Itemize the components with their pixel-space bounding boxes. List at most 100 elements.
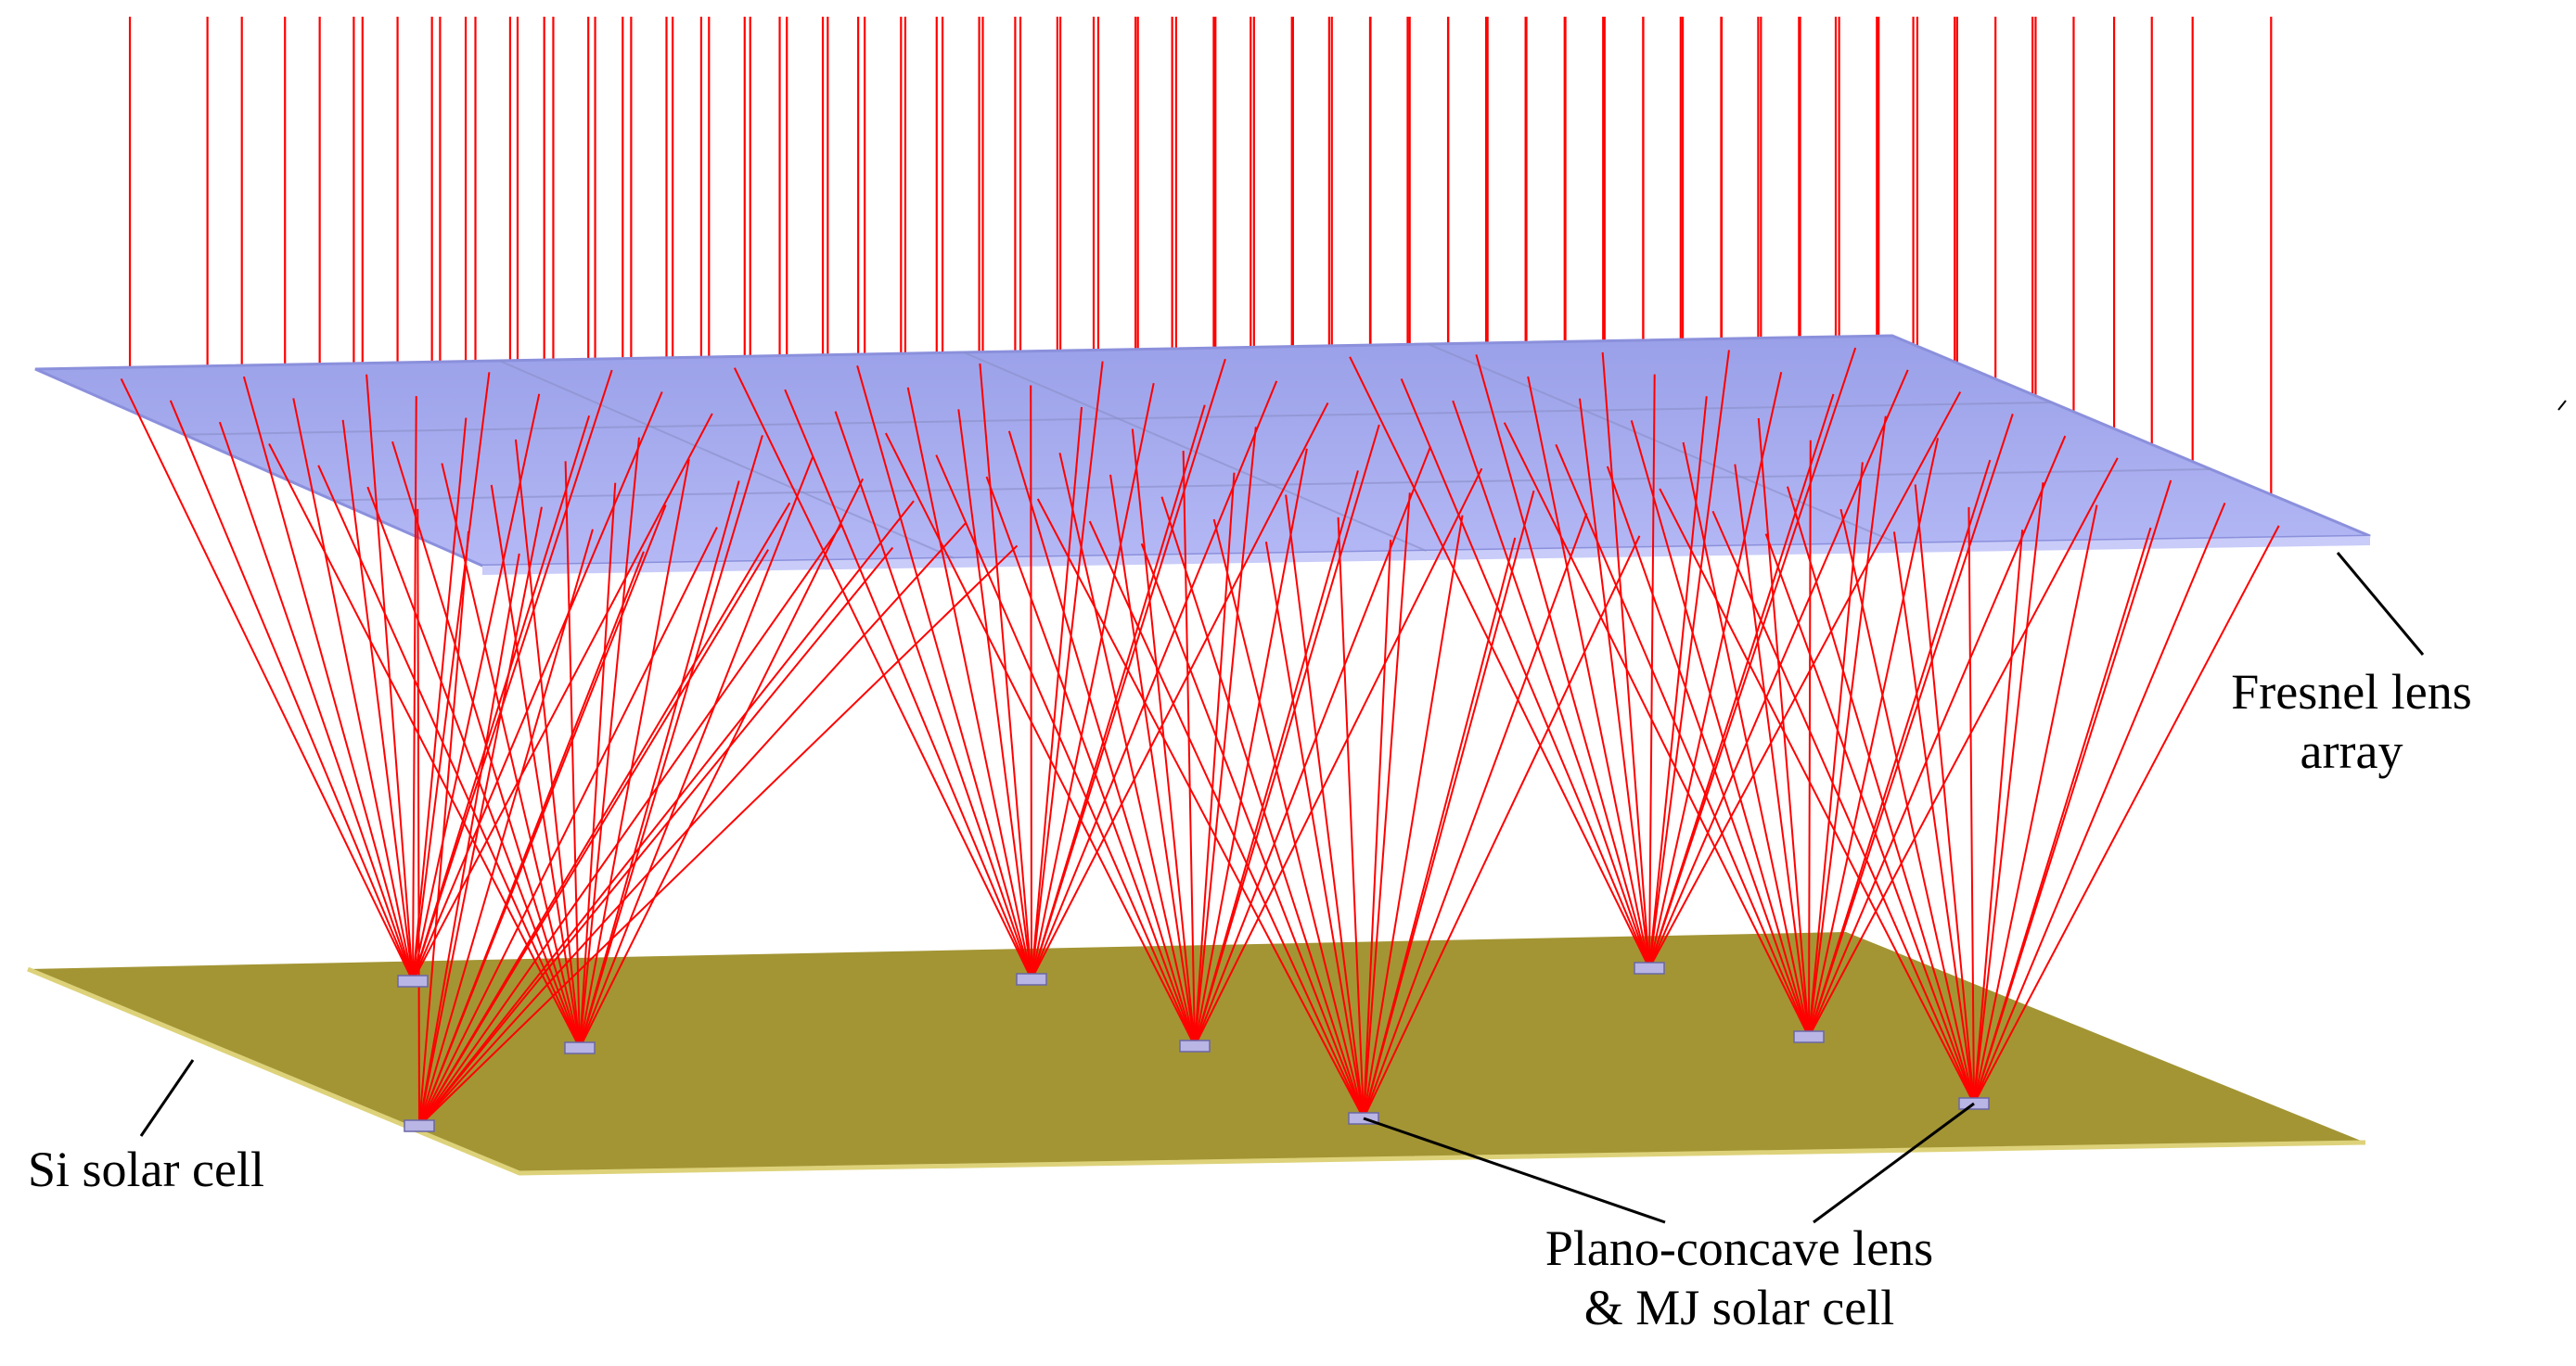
refracted-ray (412, 369, 613, 982)
refracted-ray (564, 461, 581, 1049)
refracted-ray (1808, 415, 1887, 1038)
refracted-ray (1973, 503, 2226, 1104)
si-solar-cell (27, 932, 2366, 1176)
lens-cell-divider (499, 360, 955, 559)
refracted-ray (1030, 385, 1032, 980)
refracted-ray (1109, 474, 1196, 1047)
refracted-ray (418, 546, 894, 1127)
refracted-ray (733, 367, 1032, 980)
refracted-ray (1808, 459, 1992, 1038)
refracted-ray (1808, 457, 2119, 1038)
refracted-ray (1363, 515, 1464, 1119)
refracted-ray (1349, 356, 1650, 969)
refracted-ray (1578, 398, 1650, 969)
refracted-ray (1973, 479, 2172, 1104)
refracted-ray (1131, 428, 1196, 1047)
refracted-ray (1031, 382, 1155, 980)
refracted-ray (412, 415, 591, 982)
refracted-ray (1031, 380, 1278, 980)
refracted-ray (418, 524, 842, 1127)
refracted-ray (1764, 533, 1975, 1104)
refracted-ray (1036, 498, 1365, 1119)
mj-solar-cell (1634, 962, 1665, 975)
refracted-ray (169, 400, 414, 982)
refracted-ray (515, 439, 581, 1049)
refracted-ray (1648, 350, 1730, 969)
refracted-ray (418, 502, 791, 1127)
refracted-ray (1194, 424, 1380, 1047)
refracted-ray (579, 478, 865, 1049)
refracted-ray (1194, 448, 1308, 1047)
refracted-ray (1892, 531, 1975, 1104)
refracted-ray (1648, 396, 1708, 969)
fresnel-lens-array (34, 334, 2371, 575)
refracted-ray (1264, 541, 1365, 1119)
refracted-ray (1031, 404, 1206, 980)
mj-solar-cell (404, 1119, 435, 1132)
refracted-ray (1973, 504, 2098, 1104)
refracted-ray (1452, 400, 1650, 969)
refracted-ray (1363, 539, 1392, 1119)
mj-solar-cell (564, 1041, 596, 1054)
refracted-ray (1808, 414, 2014, 1038)
refracted-ray (1031, 358, 1226, 980)
si-solar-cell-edge (27, 966, 2366, 1176)
refracted-ray (412, 417, 468, 982)
refracted-ray (1648, 374, 1656, 969)
si-solar-cell-plate (28, 932, 2365, 1173)
refracted-ray (1140, 543, 1365, 1119)
fresnel-lens-plate-front-edge (482, 536, 2370, 575)
refracted-ray (579, 480, 740, 1049)
refracted-ray (417, 508, 420, 1127)
refracted-ray (1711, 510, 1975, 1104)
refracted-ray (1285, 494, 1365, 1119)
refracted-ray (1914, 484, 1975, 1104)
refracted-ray (268, 443, 581, 1049)
refracted-ray (1400, 378, 1650, 969)
refracted-ray (1007, 430, 1196, 1047)
refracted-ray (1031, 361, 1104, 980)
refracted-ray (1503, 422, 1810, 1038)
mj-solar-cell (1793, 1030, 1825, 1043)
refracted-ray (1808, 440, 1812, 1038)
refracted-ray (418, 506, 543, 1127)
refracted-ray (418, 553, 520, 1127)
refracted-ray (418, 522, 967, 1127)
leader-line-plano-left (1363, 1117, 1666, 1224)
refracted-ray (490, 484, 581, 1049)
refracted-ray (412, 413, 713, 982)
refracted-ray (856, 365, 1032, 980)
refracted-ray (935, 454, 1196, 1047)
refracted-ray (120, 378, 414, 982)
refracted-ray (1648, 369, 1909, 969)
fresnel-lens-array-label: Fresnel lens array (2212, 663, 2491, 781)
refracted-ray (1787, 486, 1975, 1104)
refracted-ray (292, 398, 414, 982)
refracted-ray (985, 476, 1196, 1047)
refracted-ray (1363, 490, 1535, 1119)
refracted-ray (1973, 525, 2280, 1104)
refracted-ray (1808, 462, 1864, 1038)
refracted-ray (579, 458, 690, 1049)
refracted-ray (579, 435, 763, 1049)
refracted-rays (120, 347, 2280, 1127)
lens-cell-divider (963, 351, 1427, 552)
refracted-ray (1648, 391, 1962, 969)
refracted-ray (1648, 372, 1783, 969)
refracted-ray (412, 372, 491, 982)
refracted-ray (1967, 506, 1975, 1104)
refracted-ray (1659, 488, 1975, 1104)
mj-solar-cell (1016, 973, 1047, 986)
refracted-ray (1088, 520, 1365, 1119)
refracted-ray (957, 409, 1032, 980)
refracted-ray (1363, 537, 1517, 1119)
refracted-ray (418, 530, 470, 1127)
refracted-ray (1630, 420, 1810, 1038)
leader-line-si (139, 1059, 195, 1137)
refracted-ray (412, 396, 417, 982)
plano-concave-lens-label: Plano-concave lens & MJ solar cell (1480, 1219, 1999, 1337)
stray-tick (2557, 400, 2567, 411)
refracted-ray (1182, 451, 1196, 1047)
refracted-ray (1757, 417, 1810, 1038)
